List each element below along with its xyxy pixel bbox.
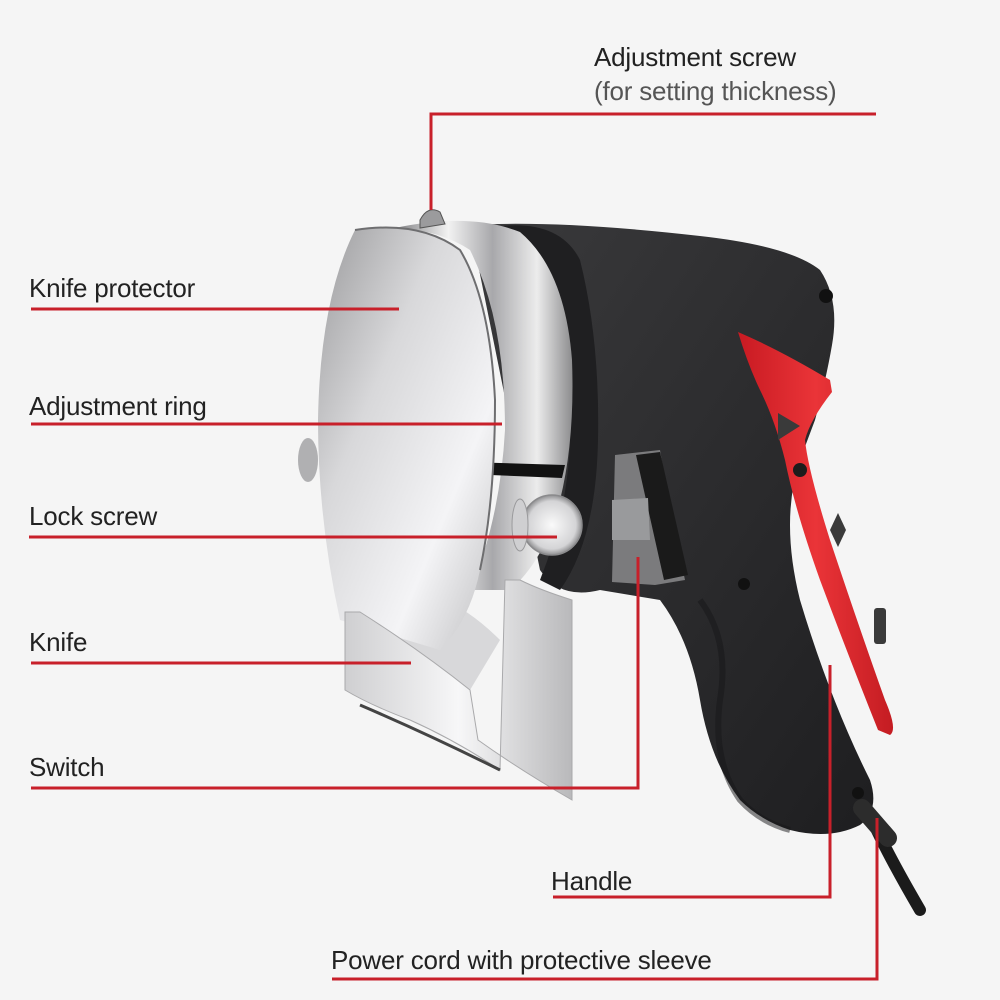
label-knife-protector: Knife protector [29,273,196,303]
callout-line-power-cord [332,818,879,981]
label-lock-screw: Lock screw [29,501,158,531]
label-handle: Handle [551,866,633,896]
label-adjustment-screw-subtitle: (for setting thickness) [594,76,837,106]
callout-line-switch [31,557,640,790]
label-switch: Switch [29,752,105,782]
blade-guard [344,579,573,801]
label-adjustment-screw: Adjustment screw [594,42,796,72]
callout-line-handle [553,665,832,899]
adjustment-screw [419,209,446,229]
red-grip-insert [738,332,894,735]
callout-line-adjustment-screw [429,112,876,210]
knife-protector [318,227,495,650]
adjustment-ring [395,220,573,590]
label-knife: Knife [29,627,88,657]
label-adjustment-ring: Adjustment ring [29,391,207,421]
label-power-cord: Power cord with protective sleeve [331,945,712,975]
